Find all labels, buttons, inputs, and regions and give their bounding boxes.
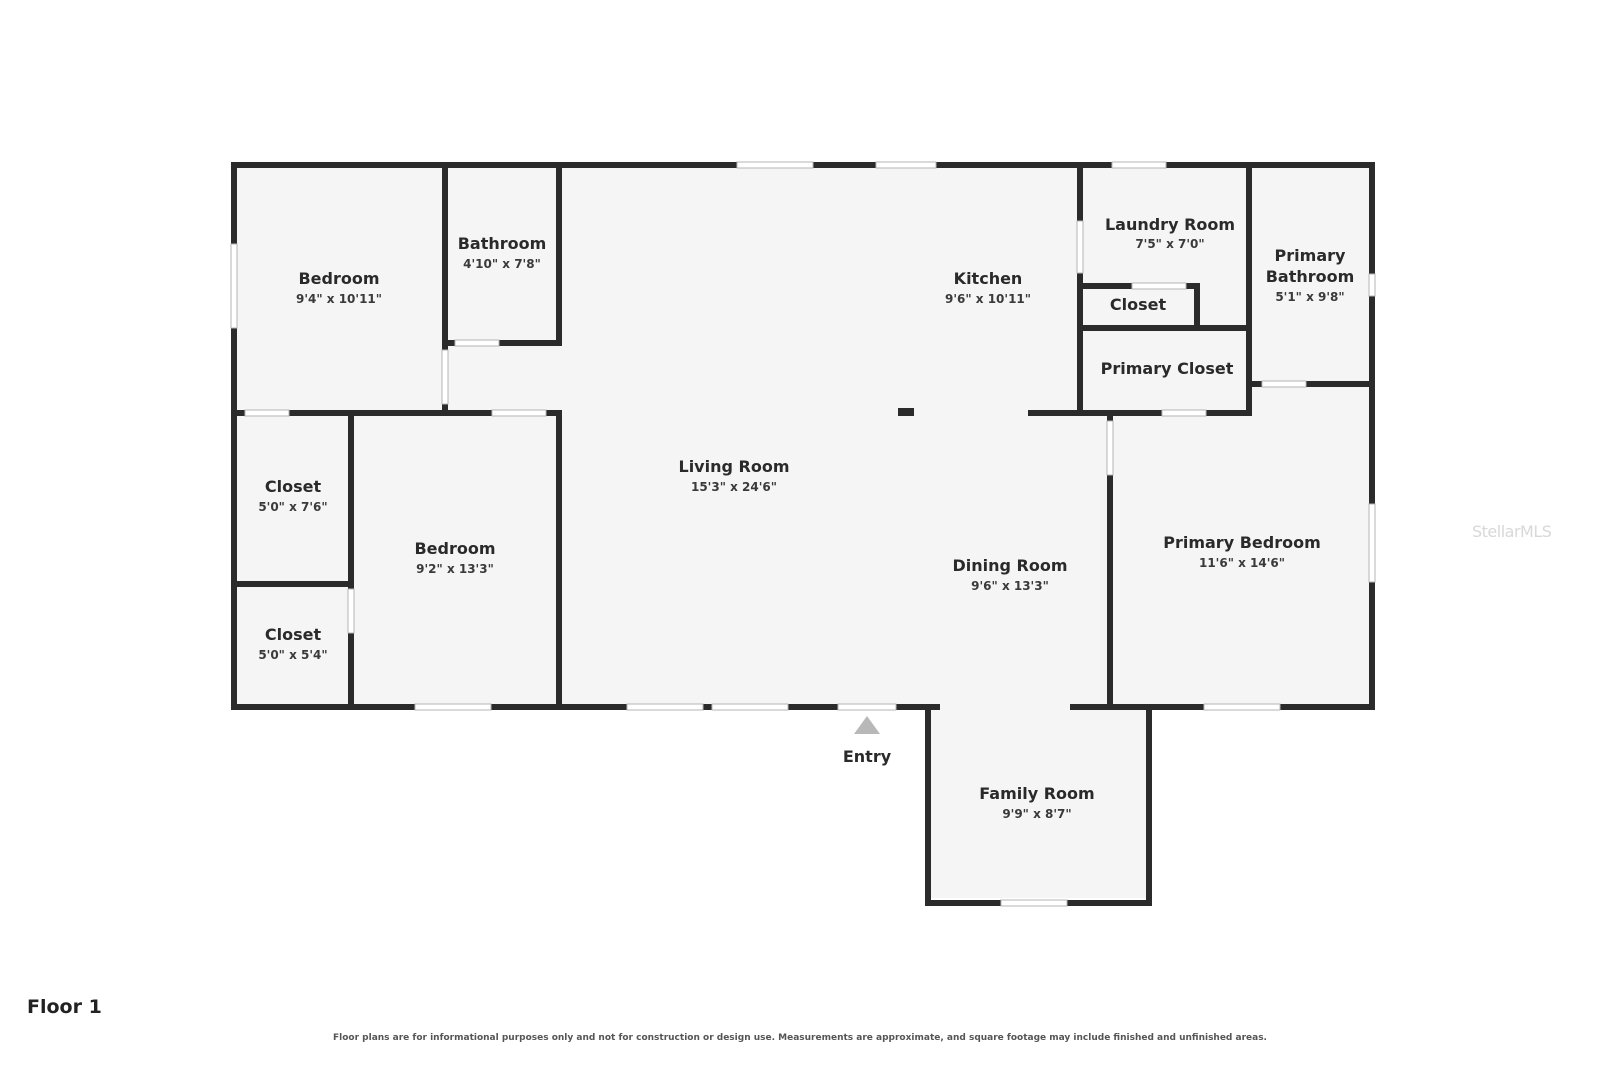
room-name: Living Room: [679, 457, 790, 476]
entry-label: Entry: [843, 747, 892, 766]
room-name: Closet: [265, 625, 322, 644]
room-dimensions: 7'5" x 7'0": [1135, 237, 1204, 251]
door-opening: [1161, 409, 1207, 417]
room-name: Closet: [1110, 295, 1167, 314]
room-name: Kitchen: [954, 269, 1023, 288]
room-bedroom-2: Bedroom 9'2" x 13'3": [414, 539, 495, 576]
room-name: Laundry Room: [1105, 215, 1235, 234]
room-dimensions: 4'10" x 7'8": [463, 257, 541, 271]
window: [1111, 161, 1167, 169]
room-primary-closet: Primary Closet: [1101, 359, 1234, 378]
room-name: Bathroom: [458, 234, 547, 253]
watermark: StellarMLS: [1472, 522, 1552, 541]
room-dimensions: 5'0" x 5'4": [258, 648, 327, 662]
window: [736, 161, 814, 169]
room-closet-2: Closet 5'0" x 5'4": [258, 625, 327, 662]
room-dimensions: 5'1" x 9'8": [1275, 290, 1344, 304]
door-opening: [1076, 220, 1084, 274]
room-name: Primary Bedroom: [1163, 533, 1321, 552]
door-opening: [347, 588, 355, 634]
door-opening: [454, 339, 500, 347]
room-dimensions: 9'6" x 10'11": [945, 292, 1031, 306]
door-opening: [1261, 380, 1307, 388]
windows: [230, 161, 1376, 907]
room-dimensions: 9'6" x 13'3": [971, 579, 1049, 593]
room-dimensions: 9'9" x 8'7": [1002, 807, 1071, 821]
room-living-room: Living Room 15'3" x 24'6": [679, 457, 790, 494]
room-name-line2: Bathroom: [1266, 267, 1355, 286]
window: [1000, 899, 1068, 907]
room-bedroom-1: Bedroom 9'4" x 10'11": [296, 269, 382, 306]
room-dimensions: 9'2" x 13'3": [416, 562, 494, 576]
disclaimer: Floor plans are for informational purpos…: [333, 1033, 1267, 1043]
room-name: Dining Room: [952, 556, 1067, 575]
window: [1368, 503, 1376, 583]
window: [1368, 273, 1376, 297]
room-name: Bedroom: [414, 539, 495, 558]
room-name: Bedroom: [298, 269, 379, 288]
room-name-line1: Primary: [1275, 246, 1346, 265]
room-name: Closet: [265, 477, 322, 496]
window: [1203, 703, 1281, 711]
room-dimensions: 11'6" x 14'6": [1199, 556, 1285, 570]
entry-arrow-icon: [854, 716, 880, 734]
room-closet-1: Closet 5'0" x 7'6": [258, 477, 327, 514]
room-family-room: Family Room 9'9" x 8'7": [979, 784, 1094, 821]
room-dimensions: 9'4" x 10'11": [296, 292, 382, 306]
room-laundry-closet: Closet: [1110, 295, 1167, 314]
room-name: Family Room: [979, 784, 1094, 803]
room-laundry-room: Laundry Room 7'5" x 7'0": [1105, 215, 1235, 251]
window: [711, 703, 789, 711]
room-bathroom: Bathroom 4'10" x 7'8": [458, 234, 547, 271]
door-opening: [441, 349, 449, 405]
room-primary-bathroom: Primary Bathroom 5'1" x 9'8": [1266, 246, 1355, 304]
window: [875, 161, 937, 169]
door-opening: [1106, 420, 1114, 476]
kitchen-island-marker: [898, 408, 914, 416]
door-opening: [1131, 282, 1187, 290]
room-dimensions: 15'3" x 24'6": [691, 480, 777, 494]
floor-fills: [234, 168, 1372, 898]
room-dining-room: Dining Room 9'6" x 13'3": [952, 556, 1067, 593]
door-opening: [491, 409, 547, 417]
floor-label: Floor 1: [27, 996, 102, 1018]
window: [414, 703, 492, 711]
door-opening: [837, 703, 897, 711]
door-opening: [244, 409, 290, 417]
window: [626, 703, 704, 711]
window: [230, 243, 238, 329]
room-dimensions: 5'0" x 7'6": [258, 500, 327, 514]
room-kitchen: Kitchen 9'6" x 10'11": [945, 269, 1031, 306]
room-name: Primary Closet: [1101, 359, 1234, 378]
room-primary-bedroom: Primary Bedroom 11'6" x 14'6": [1163, 533, 1321, 570]
